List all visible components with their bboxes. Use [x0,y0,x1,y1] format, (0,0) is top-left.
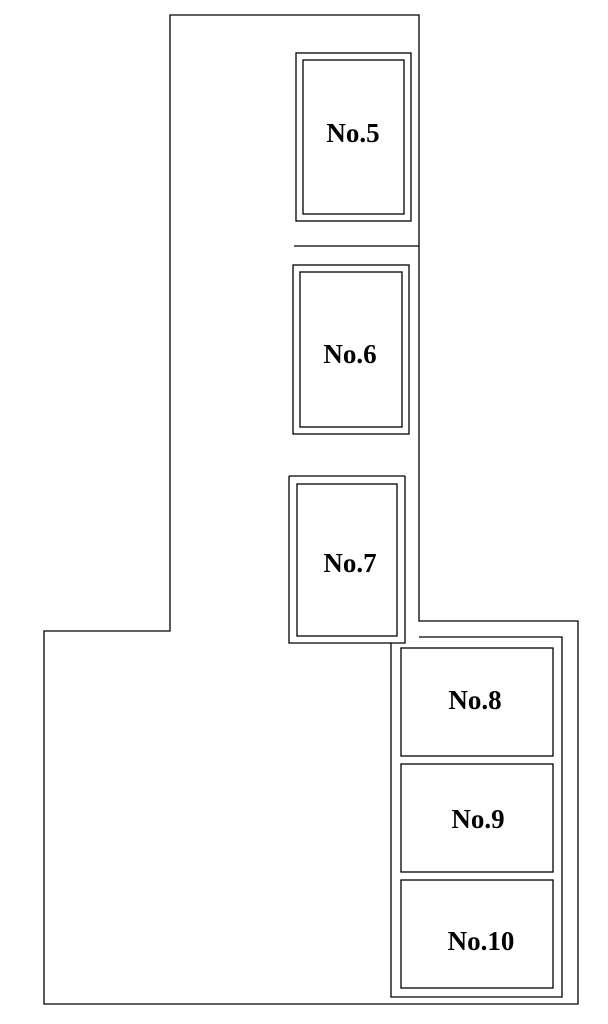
room-no6[interactable]: No.6 [292,264,410,435]
room-no7-outer-wall [288,475,405,644]
room-no9[interactable]: No.9 [400,763,554,873]
room-no7-label: No.7 [323,548,376,578]
room-no9-wall [400,763,554,873]
corridor-line [390,476,563,998]
room-no8-wall [400,647,554,757]
room-no5[interactable]: No.5 [295,52,412,222]
room-no10-wall [400,879,554,989]
room-no6-inner-wall [299,271,403,428]
room-no8-label: No.8 [448,685,501,715]
room-no6-outer-wall [292,264,410,435]
building-outline [43,14,579,1005]
room-no10[interactable]: No.10 [400,879,554,989]
room-no9-label: No.9 [451,804,504,834]
room-no5-label: No.5 [326,118,379,148]
room-no10-label: No.10 [448,926,515,956]
room-no7[interactable]: No.7 [288,475,405,644]
room-no5-inner-wall [302,59,405,215]
room-no6-label: No.6 [323,339,376,369]
room-no5-outer-wall [295,52,412,222]
room-no7-inner-wall [296,483,398,637]
room-no8[interactable]: No.8 [400,647,554,757]
